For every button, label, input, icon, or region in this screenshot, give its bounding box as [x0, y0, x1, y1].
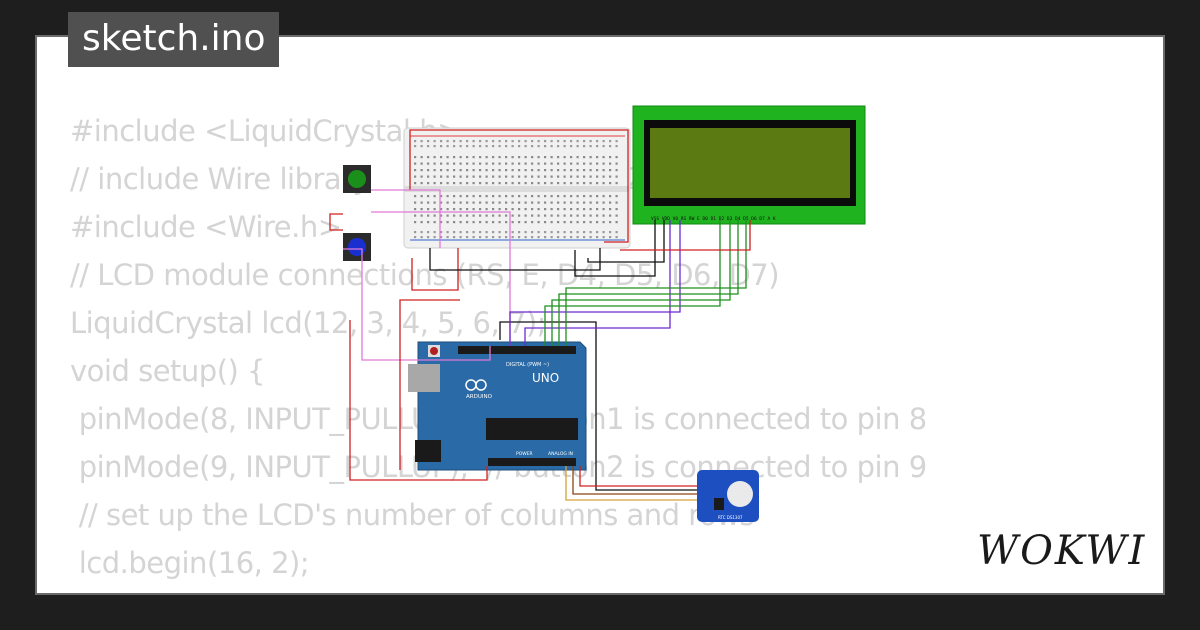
- pushbutton-green[interactable]: [343, 165, 371, 193]
- coin-cell-battery: [727, 481, 753, 507]
- wire-black-lcd: [574, 220, 656, 277]
- wire-green-d7: [565, 220, 747, 346]
- wire-pink-2: [371, 211, 511, 346]
- wire-green-d5: [551, 220, 731, 346]
- wire-pink-1: [371, 189, 441, 248]
- code-line: lcd.begin(16, 2);: [78, 546, 310, 580]
- wire-red-rtc: [579, 466, 697, 487]
- power-jack: [415, 440, 441, 462]
- arduino-uno[interactable]: DIGITAL (PWM ~) ARDUINO UNO POWER ANALOG…: [408, 341, 587, 471]
- code-line: void setup() {: [70, 354, 266, 388]
- wire-black-gnd: [429, 248, 601, 271]
- wire-green-d6: [558, 220, 739, 346]
- wire-green-d4: [544, 220, 721, 346]
- digital-header: [458, 346, 576, 354]
- power-label: POWER: [516, 451, 533, 457]
- wire-pink-3: [343, 248, 491, 361]
- breadboard-holes: [414, 140, 618, 239]
- lcd-pin-labels: VSS VDD V0 RS RW E D0 D1 D2 D3 D4 D5 D6 …: [651, 216, 776, 222]
- pushbutton-blue[interactable]: [343, 233, 371, 261]
- wire-red-2: [411, 248, 459, 291]
- sketch-filename[interactable]: sketch.ino: [68, 12, 280, 67]
- wire-red-button: [329, 213, 343, 231]
- usb-port: [408, 364, 440, 392]
- analog-label: ANALOG IN: [548, 451, 573, 457]
- wire-black-2: [587, 220, 665, 263]
- breadboard[interactable]: [403, 127, 631, 249]
- rtc-label: RTC DS1307: [718, 515, 743, 520]
- button-green-cap: [348, 170, 366, 188]
- wokwi-logo[interactable]: WOKWI: [975, 520, 1155, 580]
- wire-red-3: [399, 299, 460, 470]
- arduino-model: UNO: [532, 371, 559, 385]
- code-line: // set up the LCD's number of columns an…: [78, 498, 755, 532]
- wire-brown-sda: [572, 466, 697, 495]
- code-line: LiquidCrystal lcd(12, 3, 4, 5, 6, 7);: [70, 306, 546, 340]
- wire-red-5v: [349, 320, 488, 481]
- wire-black-rtc: [499, 321, 697, 491]
- reset-button[interactable]: [430, 347, 438, 355]
- power-analog-header: [488, 458, 576, 466]
- digital-label: DIGITAL (PWM ~): [506, 362, 549, 368]
- arduino-brand: ARDUINO: [466, 394, 493, 400]
- atmega-chip: [486, 418, 578, 440]
- wokwi-logo-text: WOKWI: [977, 528, 1146, 574]
- wire-red-rail: [409, 129, 629, 243]
- wire-orange-scl: [565, 466, 697, 501]
- wires: [329, 129, 751, 501]
- button-blue-cap: [348, 238, 366, 256]
- lcd-module[interactable]: VSS VDD V0 RS RW E D0 D1 D2 D3 D4 D5 D6 …: [632, 105, 866, 225]
- code-line: #include <Wire.h>: [70, 210, 342, 244]
- wire-purple-rs: [524, 220, 671, 346]
- wire-purple-e: [509, 220, 681, 346]
- rtc-module[interactable]: RTC DS1307: [697, 470, 759, 522]
- wire-red-lcd-a: [620, 220, 751, 251]
